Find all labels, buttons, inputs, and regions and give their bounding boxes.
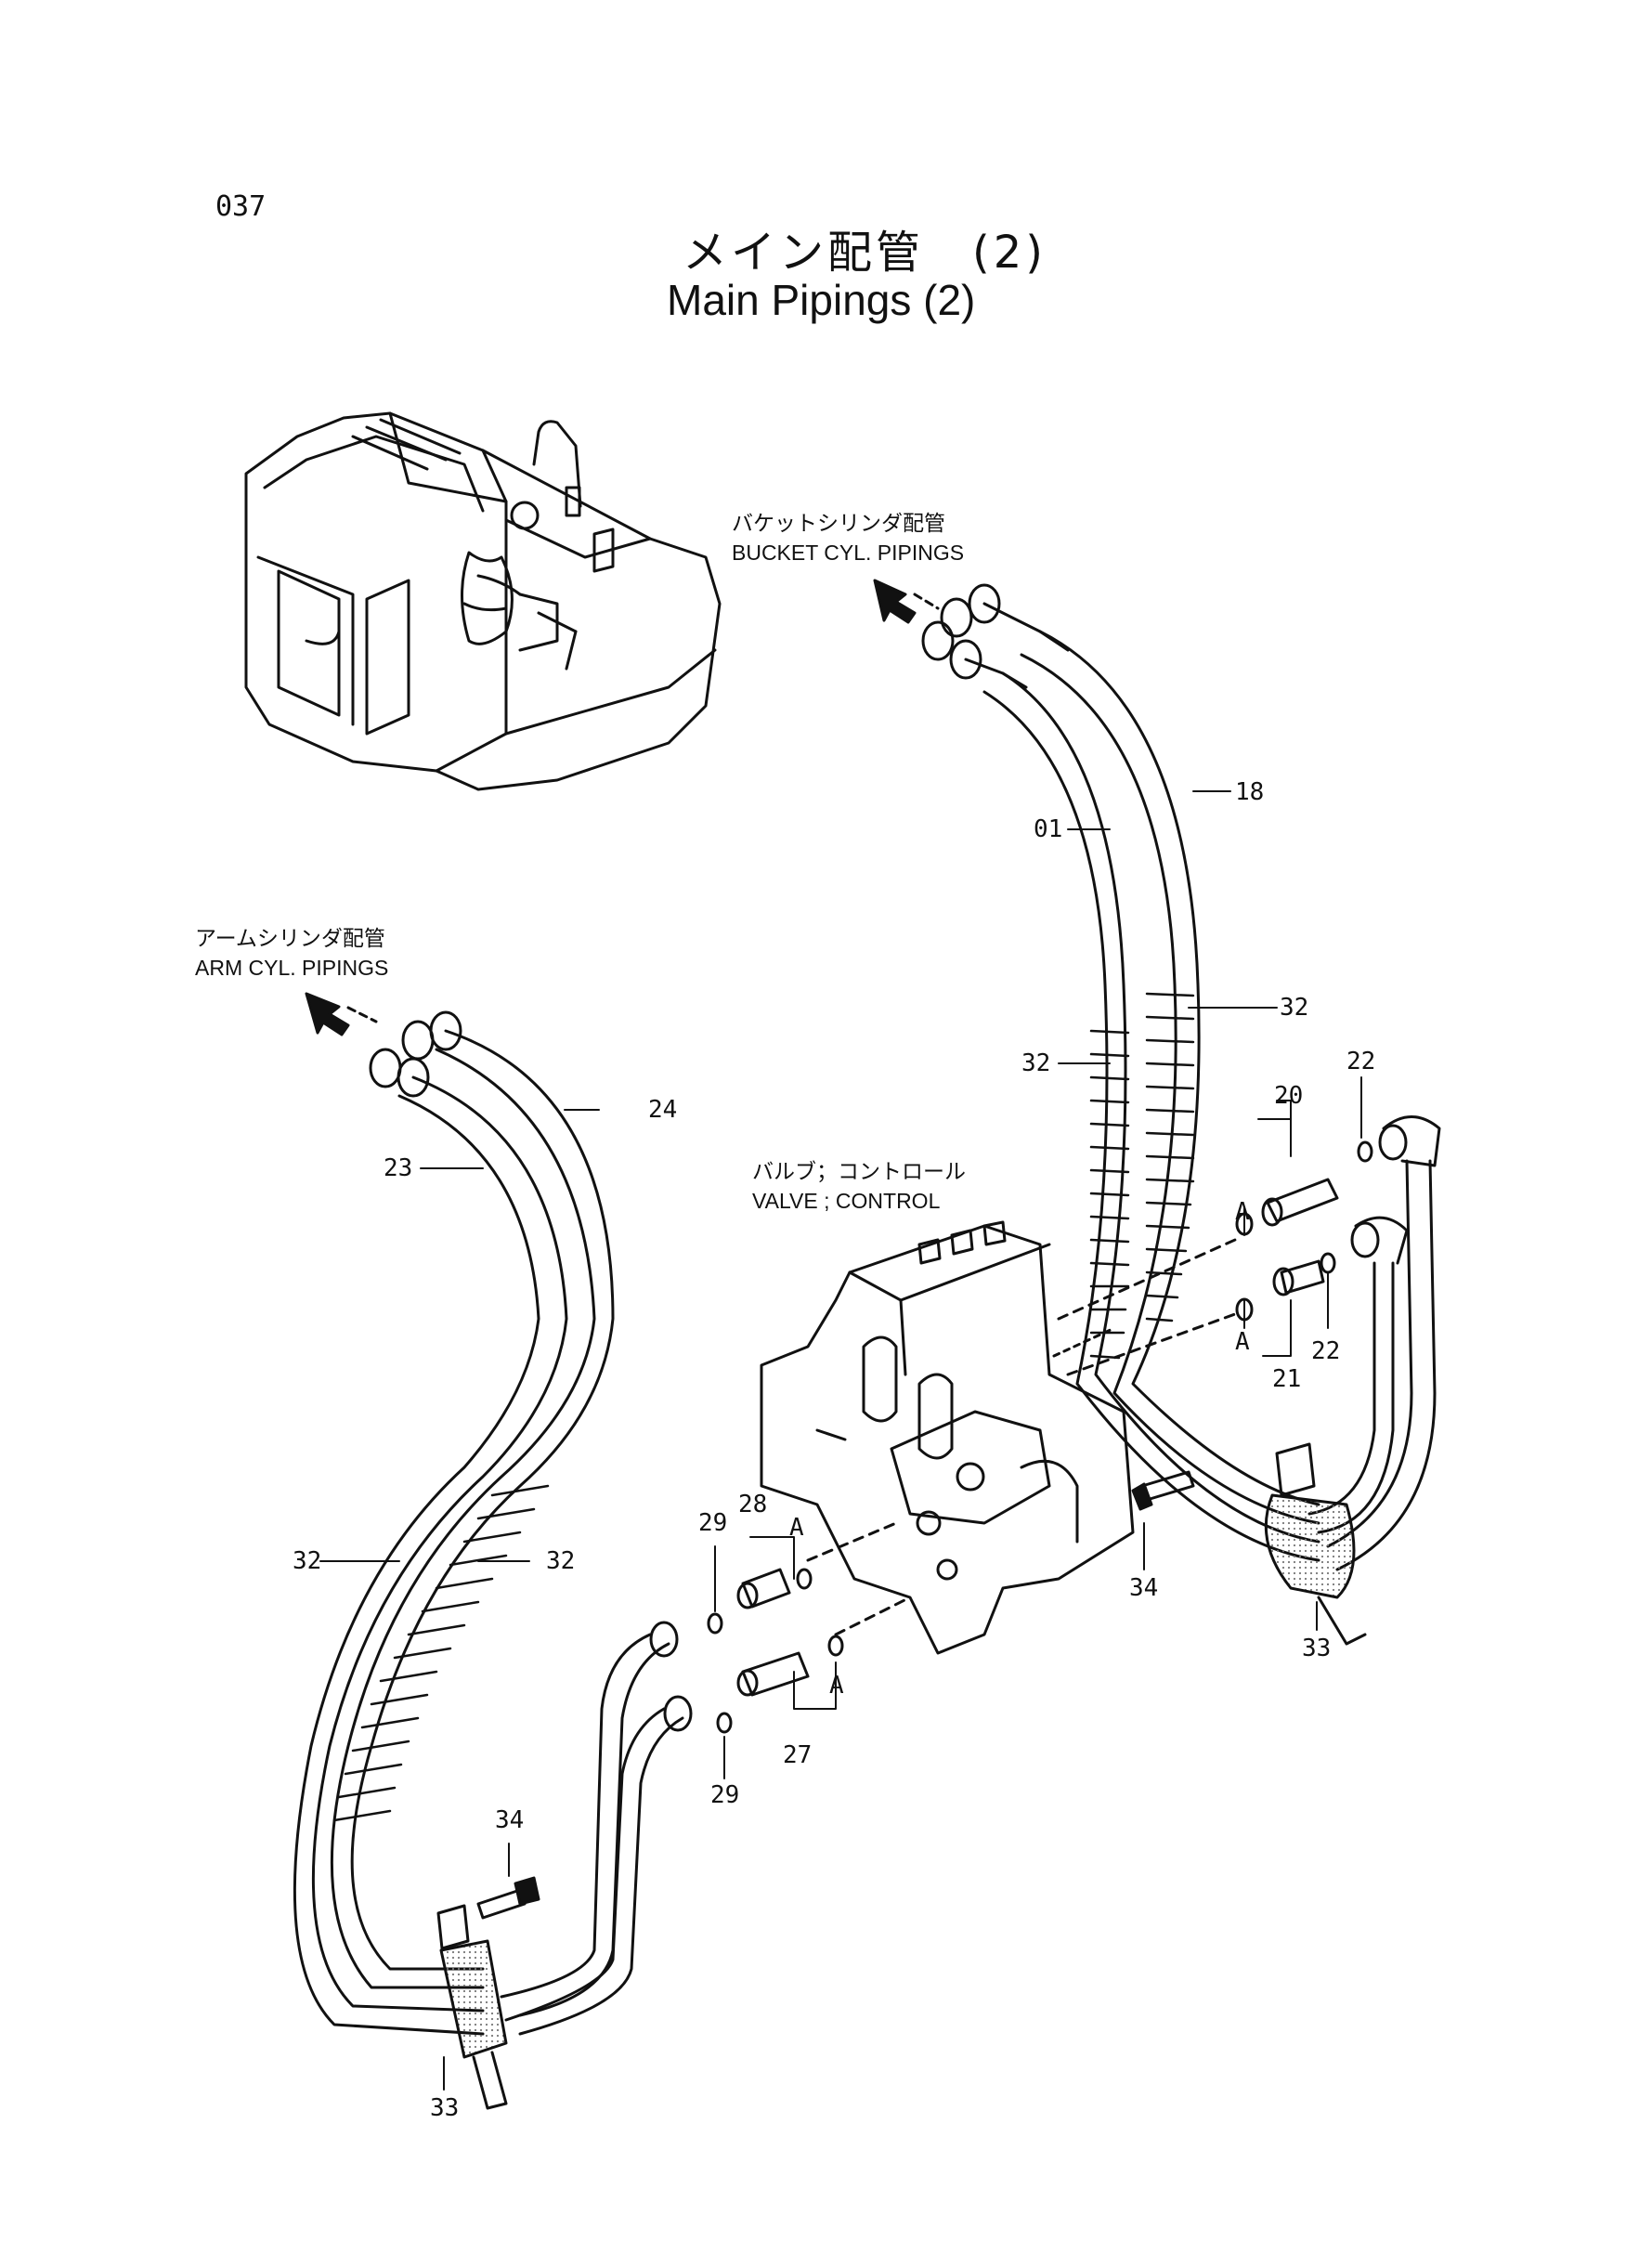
callout-27: 27 [783, 1741, 813, 1769]
valve-label-jp: バルブ；コントロール [752, 1159, 966, 1183]
page-title-english: Main Pipings (2) [667, 276, 976, 324]
callout-32: 32 [1280, 994, 1309, 1022]
callout-a: A [1235, 1198, 1250, 1226]
page-number: 037 [215, 190, 267, 223]
callout-24: 24 [648, 1096, 678, 1124]
callout-34: 34 [495, 1806, 525, 1834]
callout-33: 33 [430, 2094, 460, 2122]
callout-22: 22 [1346, 1048, 1376, 1075]
arm-label-jp: アームシリンダ配管 [195, 926, 385, 950]
arm-hoses [293, 1010, 693, 2110]
page-title-japanese: メイン配管 (2) [683, 227, 1047, 279]
bucket-label-jp: バケットシリンダ配管 [732, 511, 945, 535]
callout-32: 32 [546, 1547, 576, 1575]
callout-01: 01 [1034, 815, 1063, 843]
arm-label-en: ARM CYL. PIPINGS [195, 956, 389, 980]
callout-34: 34 [1129, 1574, 1159, 1602]
bucket-hoses [921, 583, 1320, 1562]
callout-33: 33 [1302, 1635, 1332, 1662]
right-fittings [1131, 1115, 1441, 1646]
callout-32: 32 [293, 1547, 322, 1575]
callout-29: 29 [710, 1781, 740, 1809]
callout-a: A [1235, 1328, 1250, 1356]
valve-label-en: VALVE ; CONTROL [752, 1189, 941, 1213]
control-valve-illustration [760, 1220, 1237, 1655]
callout-18: 18 [1235, 778, 1265, 806]
callout-28: 28 [738, 1491, 768, 1518]
callout-a: A [789, 1514, 804, 1542]
callout-22: 22 [1311, 1337, 1341, 1365]
left-fittings [707, 1568, 844, 1734]
leader-lines [319, 790, 1362, 2091]
arm-direction-arrow [305, 992, 378, 1036]
callout-29: 29 [698, 1509, 728, 1537]
callout-a: A [829, 1672, 844, 1700]
excavator-overview-illustration [244, 411, 722, 791]
callout-21: 21 [1272, 1365, 1302, 1393]
callout-23: 23 [384, 1154, 413, 1182]
callout-20: 20 [1274, 1082, 1304, 1110]
bucket-label-en: BUCKET CYL. PIPINGS [732, 541, 965, 565]
bucket-direction-arrow [873, 579, 940, 624]
callout-32: 32 [1021, 1049, 1051, 1077]
